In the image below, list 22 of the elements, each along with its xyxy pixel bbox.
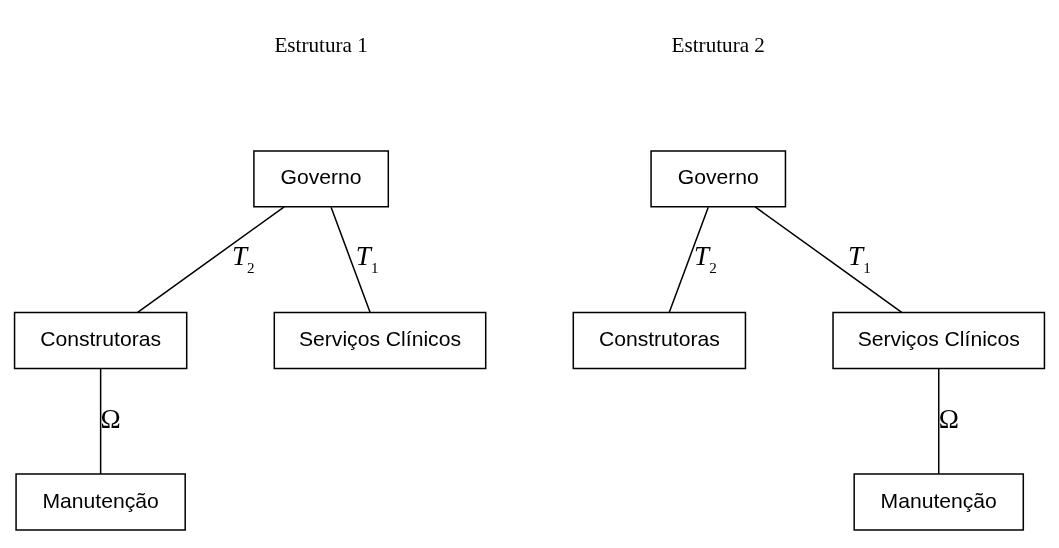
connector [99,368,102,475]
node-box: Construtoras [572,311,747,370]
node-box: Manutenção [15,473,186,531]
node-box: Manutenção [853,473,1025,531]
connector [136,206,285,314]
node-box: Construtoras [13,311,188,370]
edge-label: T$_{1}$ [848,240,871,276]
edge-label: T$_{1}$ [355,240,379,276]
node-box: Governo [650,150,787,208]
connector [330,206,371,314]
connector [937,368,940,475]
node-box: Serviços Clínicos [273,311,487,370]
edge-label: Ω [100,403,121,434]
edge-label: Ω [938,403,959,434]
connector [668,206,709,314]
edge-label: T$_{2}$ [232,240,255,276]
edge-label: T$_{2}$ [694,240,717,276]
label: Estrutura 2 [671,32,765,57]
label: Estrutura 1 [274,32,368,57]
node-box: Governo [253,150,390,208]
connector [754,206,903,314]
node-box: Serviços Clínicos [832,311,1046,370]
